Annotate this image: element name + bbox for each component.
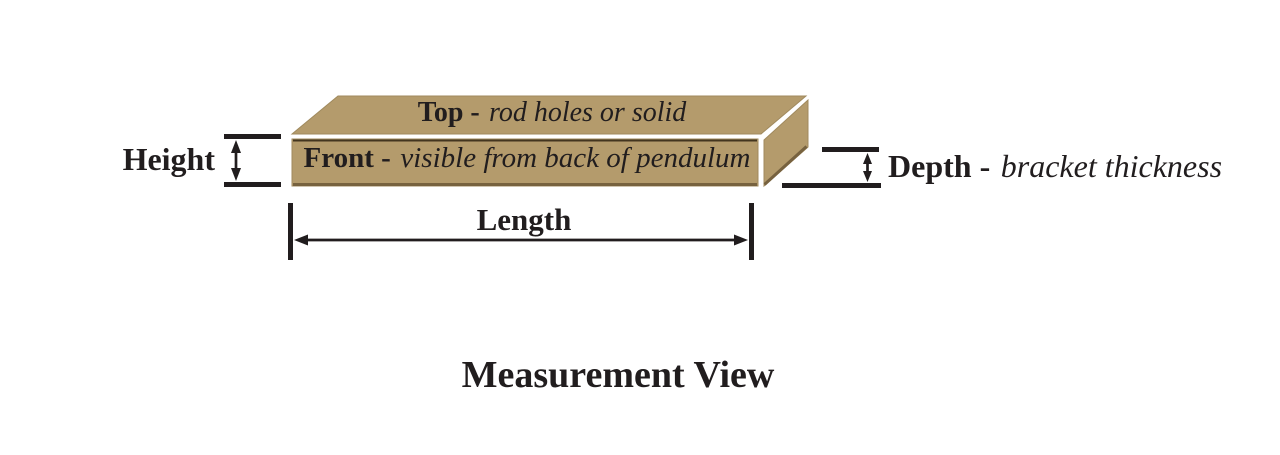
depth-dimension-marker bbox=[782, 147, 881, 188]
front-face-label-italic: visible from back of pendulum bbox=[400, 142, 751, 174]
box-right-face bbox=[763, 98, 809, 188]
box-top-face bbox=[290, 95, 808, 135]
height-dimension-label: Height bbox=[123, 143, 215, 175]
depth-arrow-down-head bbox=[863, 171, 872, 182]
box-front-face bbox=[291, 138, 759, 187]
depth-label-italic: bracket thickness bbox=[1000, 148, 1223, 184]
bracket-box bbox=[290, 95, 809, 188]
length-arrow-left-head bbox=[294, 234, 308, 246]
top-face-label: Top - rod holes or solid bbox=[418, 99, 687, 127]
height-label-text: Height bbox=[122, 141, 215, 177]
depth-label-bold: Depth - bbox=[888, 148, 991, 184]
top-face-label-bold: Top - bbox=[417, 97, 480, 128]
right-face-bottom-edge bbox=[763, 145, 808, 186]
diagram-caption: Measurement View bbox=[462, 356, 775, 394]
depth-dimension-label: Depth -bracket thickness bbox=[888, 150, 1222, 182]
height-dimension-marker bbox=[224, 134, 281, 187]
depth-arrow-up-head bbox=[863, 153, 872, 164]
length-dimension-marker bbox=[288, 203, 754, 260]
front-face-label: Front - visible from back of pendulum bbox=[304, 144, 751, 173]
length-arrow-right-head bbox=[734, 234, 748, 246]
front-face-label-bold: Front - bbox=[303, 142, 391, 174]
caption-text: Measurement View bbox=[461, 354, 775, 396]
length-label-text: Length bbox=[476, 202, 572, 237]
length-dimension-label: Length bbox=[477, 204, 572, 235]
height-arrow-up-head bbox=[231, 140, 241, 153]
top-face-label-italic: rod holes or solid bbox=[488, 97, 687, 128]
height-arrow-down-head bbox=[231, 168, 241, 181]
